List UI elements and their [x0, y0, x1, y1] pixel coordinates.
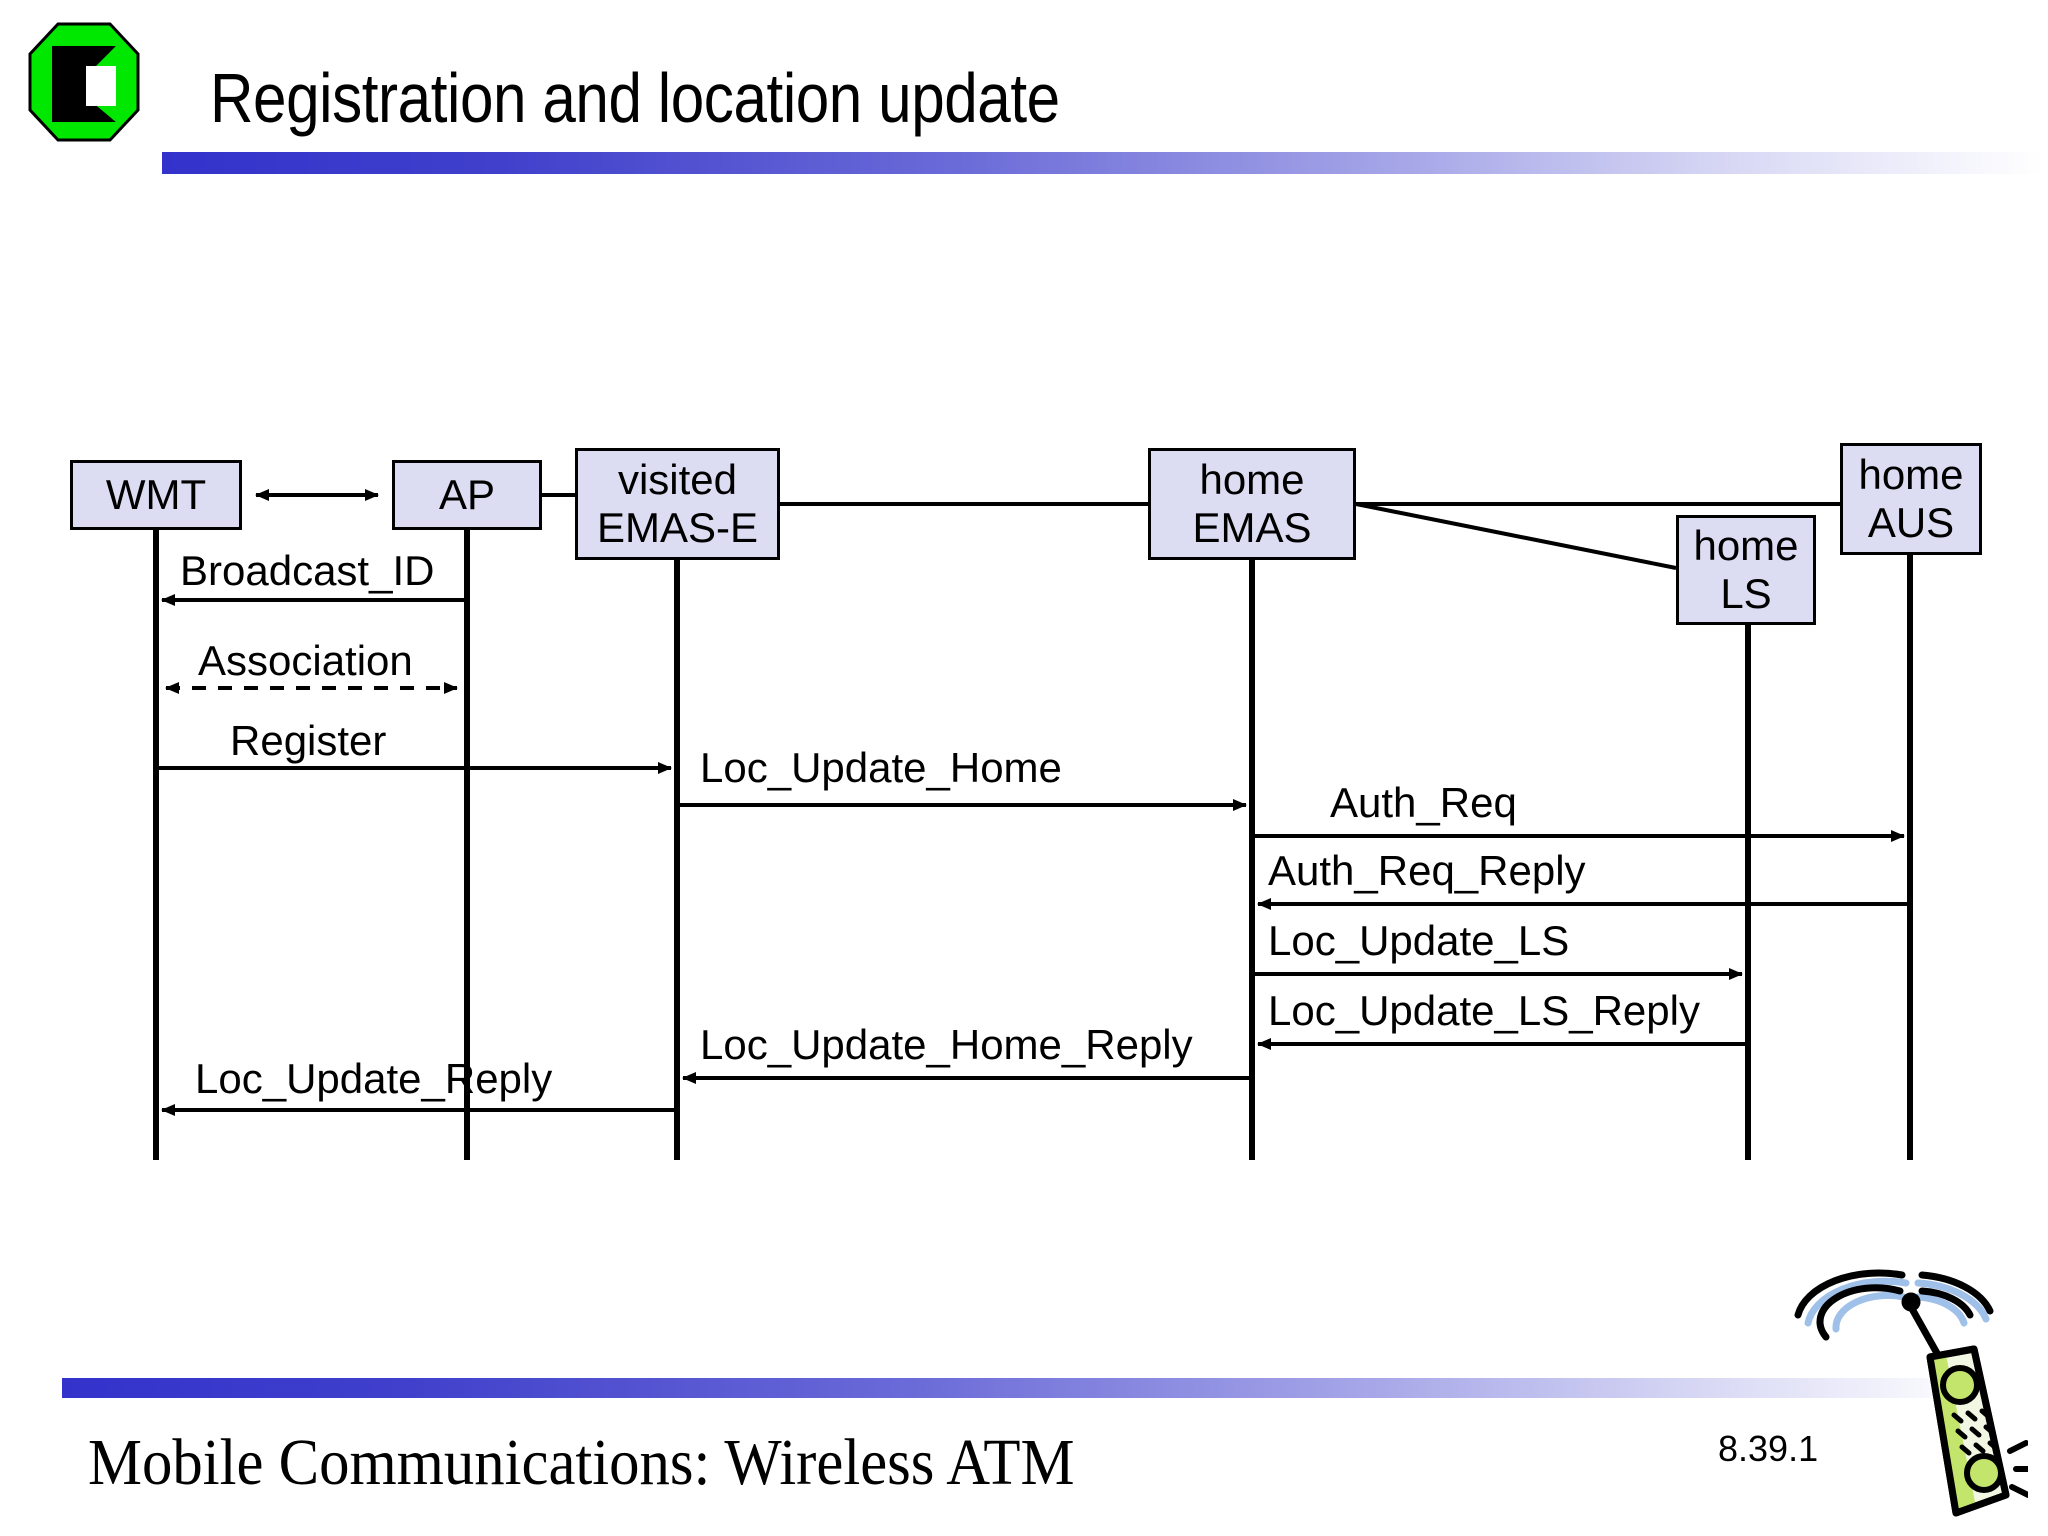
page-title: Registration and location update	[210, 59, 1060, 137]
header-accent-bar	[162, 152, 2042, 174]
message-label-register: Register	[230, 717, 387, 764]
node-label-line2: EMAS-E	[596, 504, 759, 551]
node-label-line2: LS	[1720, 570, 1772, 617]
node-label-line1: WMT	[105, 471, 207, 518]
message-label-loc-update-reply: Loc_Update_Reply	[195, 1055, 553, 1102]
footer-accent-bar	[62, 1378, 1982, 1398]
node-label-line1: visited	[617, 456, 738, 503]
node-label-line1: home	[1858, 451, 1964, 498]
lifelines	[153, 530, 1913, 1160]
node-box-home-aus[interactable]: home AUS	[1840, 443, 1982, 555]
node-box-visited-emas-e[interactable]: visited EMAS-E	[575, 448, 780, 560]
node-box-ap[interactable]: AP	[392, 460, 542, 530]
message-label-loc-update-home: Loc_Update_Home	[700, 744, 1062, 791]
node-box-wmt[interactable]: WMT	[70, 460, 242, 530]
node-label-line1: home	[1199, 456, 1305, 503]
message-label-loc-update-ls-reply: Loc_Update_LS_Reply	[1268, 987, 1700, 1034]
cordless-phone-with-signal-waves-icon	[1778, 1245, 2037, 1530]
message-label-loc-update-ls: Loc_Update_LS	[1268, 917, 1570, 964]
node-label-line1: home	[1693, 522, 1799, 569]
message-label-broadcast-id: Broadcast_ID	[180, 547, 435, 594]
green-octagon-logo-icon	[28, 22, 140, 142]
message-arrows	[156, 594, 1910, 1116]
message-label-association: Association	[198, 637, 413, 684]
page-number: 8.39.1	[1718, 1428, 1819, 1469]
node-box-home-ls[interactable]: home LS	[1676, 515, 1816, 625]
node-label-line2: EMAS	[1192, 504, 1312, 551]
message-label-loc-update-home-reply: Loc_Update_Home_Reply	[700, 1021, 1193, 1068]
slide-header: Registration and location update	[0, 0, 2048, 190]
node-box-home-emas[interactable]: home EMAS	[1148, 448, 1356, 560]
node-connector-lines	[542, 493, 1840, 570]
node-label-line1: AP	[438, 471, 496, 518]
node-label-line2: AUS	[1867, 499, 1955, 546]
footer-title: Mobile Communications: Wireless ATM	[88, 1426, 1075, 1499]
link-home-emas-ls	[1355, 502, 1677, 570]
message-label-auth-req-reply: Auth_Req_Reply	[1268, 847, 1586, 894]
message-label-auth-req: Auth_Req	[1330, 779, 1517, 826]
